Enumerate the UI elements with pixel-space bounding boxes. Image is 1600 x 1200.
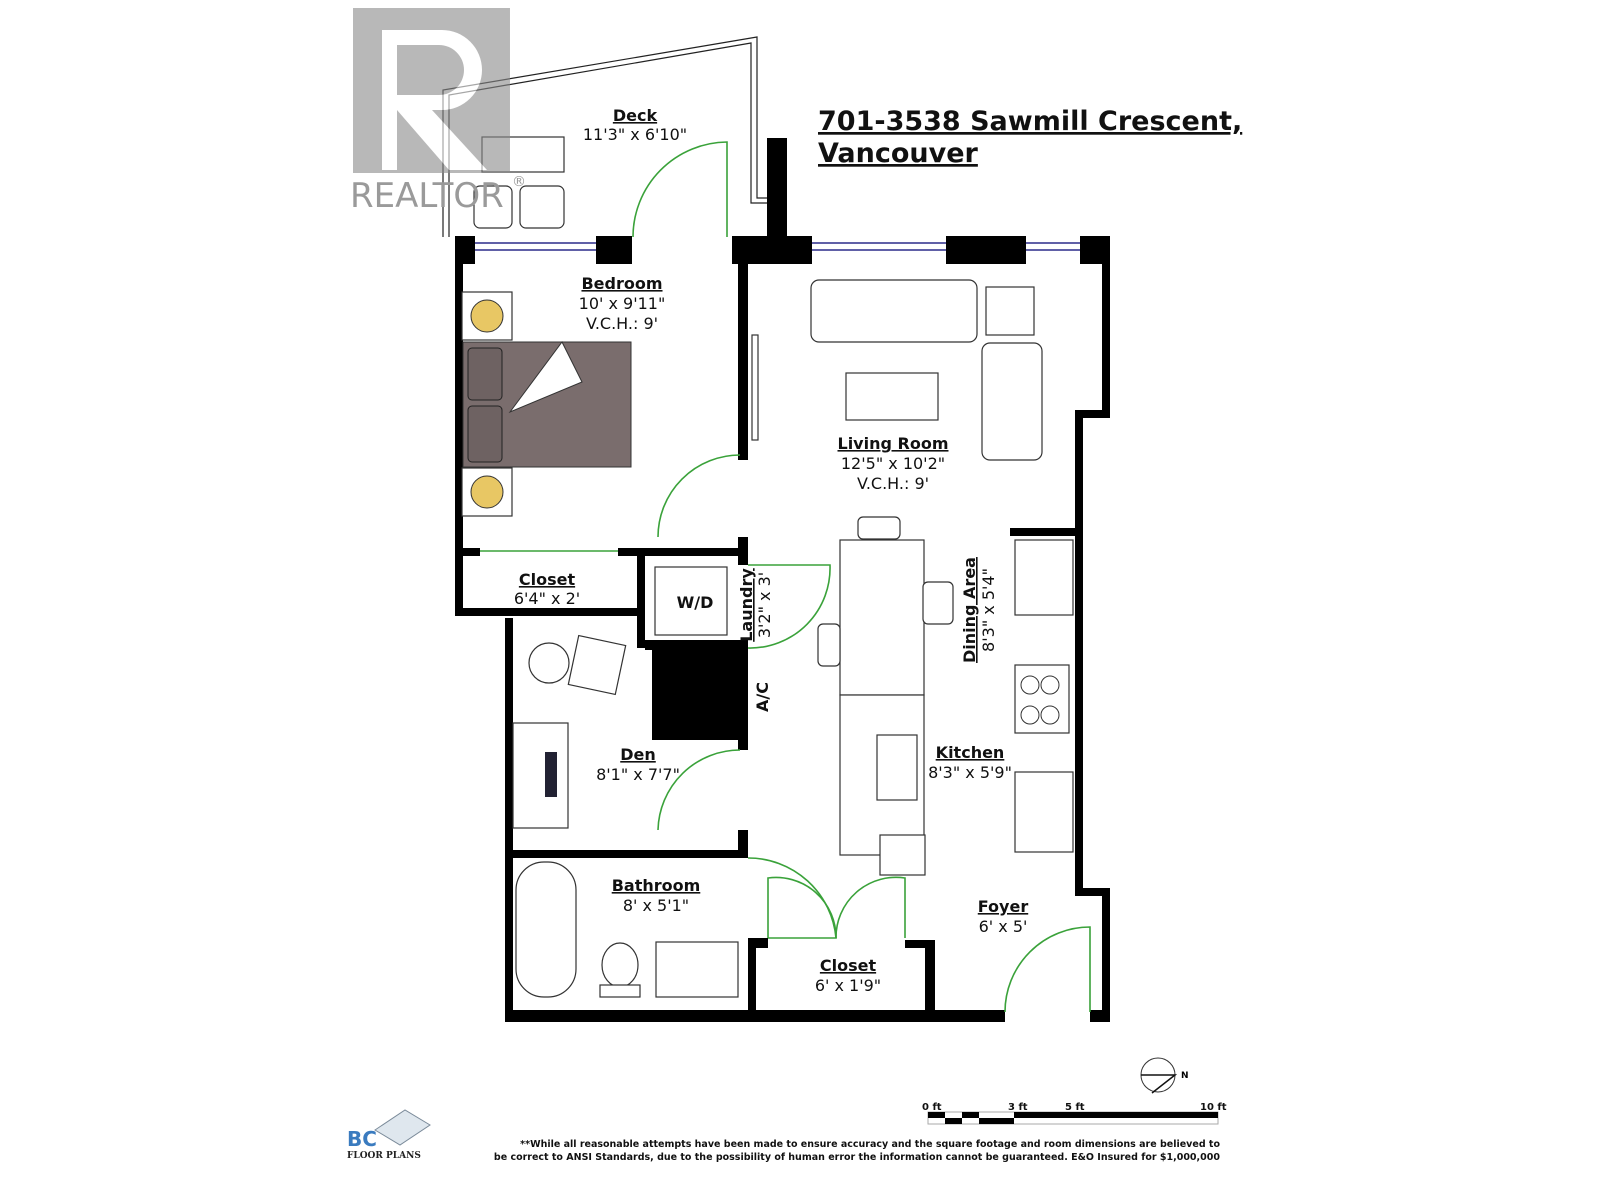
disclaimer-line2: be correct to ANSI Standards, due to the… [494,1152,1220,1163]
room-name-deck: Deck [613,106,658,125]
room-dims-bathroom: 8' x 5'1" [623,896,689,915]
room-dims-kitchen: 8'3" x 5'9" [928,763,1012,782]
washer-dryer-label: W/D [677,593,714,612]
room-name-dining: Dining Area [960,557,979,663]
bc-floor-plans-logo: BC FLOOR PLANS [347,1109,431,1161]
furniture [461,279,1074,998]
room-vch-living: V.C.H.: 9' [857,474,929,493]
room-name-den: Den [620,745,656,764]
realtor-text: REALTOR [350,176,504,216]
room-labels: Deck 11'3" x 6'10" Bedroom 10' x 9'11" V… [514,106,1029,995]
room-vch-bedroom: V.C.H.: 9' [586,314,658,333]
doors [480,454,1091,1013]
room-dims-den: 8'1" x 7'7" [596,765,680,784]
room-name-laundry: Laundry [737,568,756,642]
logo-bc: BC [347,1127,377,1151]
room-dims-closet: 6'4" x 2' [514,589,580,608]
room-name-living: Living Room [838,434,949,453]
compass-north-label: N [1181,1071,1189,1081]
property-address-line1: 701-3538 Sawmill Crescent, [818,106,1242,137]
scale-tick-5: 5 ft [1065,1102,1085,1113]
room-name-bathroom: Bathroom [612,876,701,895]
room-dims-foyer: 6' x 5' [979,917,1028,936]
scale-tick-0: 0 ft [922,1102,942,1113]
ac-label: A/C [753,682,772,712]
room-dims-dining: 8'3" x 5'4" [979,568,998,652]
room-dims-deck: 11'3" x 6'10" [583,125,687,144]
property-address-line2: Vancouver [818,138,979,169]
scale-bar: 0 ft 3 ft 5 ft 10 ft [922,1102,1227,1125]
disclaimer-line1: **While all reasonable attempts have bee… [520,1139,1220,1150]
logo-subtitle: FLOOR PLANS [347,1151,421,1161]
room-dims-living: 12'5" x 10'2" [841,454,945,473]
scale-tick-3: 3 ft [1008,1102,1028,1113]
scale-tick-10: 10 ft [1200,1102,1227,1113]
room-name-closet-foyer: Closet [820,956,877,975]
room-dims-bedroom: 10' x 9'11" [579,294,666,313]
room-name-bedroom: Bedroom [581,274,662,293]
room-dims-laundry: 3'2" x 3' [755,572,774,638]
room-name-closet: Closet [519,570,576,589]
compass-icon: N [1140,1057,1189,1094]
walls [455,138,1110,1022]
realtor-watermark [353,8,510,173]
room-name-kitchen: Kitchen [936,743,1005,762]
room-name-foyer: Foyer [978,897,1029,916]
room-dims-closet-foyer: 6' x 1'9" [815,976,881,995]
registered-mark: ® [512,174,526,190]
